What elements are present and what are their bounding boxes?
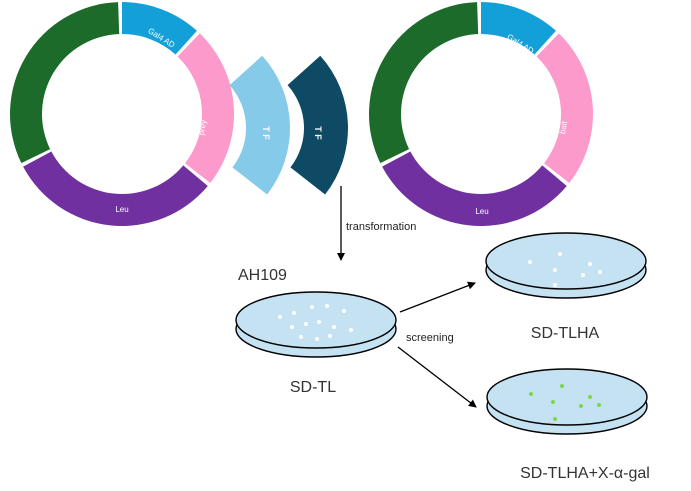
sd-tl-label: SD-TL: [290, 379, 336, 396]
transformation-label: transformation: [346, 221, 416, 233]
tf-fragments: T F T F: [229, 55, 349, 195]
leu-label: Leu: [475, 207, 488, 216]
colonies: [528, 252, 602, 287]
gal4-ad-segment: [481, 2, 556, 55]
plate-lid: [235, 291, 397, 349]
colony: [553, 283, 557, 287]
colony: [310, 305, 314, 309]
colony: [597, 403, 601, 407]
colony: [588, 395, 592, 399]
colony: [317, 320, 321, 324]
gal4-ad-segment: [122, 2, 197, 55]
sd-tlha-plate: [485, 232, 647, 299]
tf-dark-label: T F: [313, 126, 323, 140]
colony: [315, 337, 319, 341]
colony: [278, 315, 282, 319]
colony: [299, 335, 303, 339]
colony: [332, 325, 336, 329]
screening-label: screening: [406, 332, 454, 344]
colony: [588, 262, 592, 266]
colony: [304, 322, 308, 326]
prey-plasmid: Gal4 AD prey Leu: [10, 2, 235, 227]
colony: [598, 270, 602, 274]
colonies: [529, 384, 601, 421]
colony: [553, 268, 557, 272]
sd-tlha-x-alpha-gal-plate: [486, 368, 648, 435]
tf-fragment-light: [229, 55, 290, 195]
colony: [581, 273, 585, 277]
leu-label: Leu: [115, 205, 128, 214]
leu-marker-segment: [23, 151, 208, 227]
colony: [328, 334, 332, 338]
colony: [560, 384, 564, 388]
tf-light-label: T F: [261, 126, 271, 140]
prey-segment: [177, 33, 235, 183]
leu-marker-segment: [382, 151, 567, 227]
colony: [529, 392, 533, 396]
colony: [325, 304, 329, 308]
colony: [579, 404, 583, 408]
colony: [342, 309, 346, 313]
sd-tl-plate: [235, 291, 397, 358]
strain-label: AH109: [238, 267, 287, 284]
colony: [292, 311, 296, 315]
plasmid-backbone-segment: [10, 2, 120, 164]
colony: [558, 252, 562, 256]
colony: [553, 417, 557, 421]
plasmid-backbone-segment: [369, 2, 479, 164]
colony: [528, 260, 532, 264]
plate-lid: [486, 368, 648, 426]
prey-label: prey: [197, 119, 209, 136]
colonies: [278, 304, 353, 341]
bait-segment: [536, 33, 593, 183]
tf-fragment-dark: [287, 55, 349, 195]
colony: [349, 328, 353, 332]
colony: [551, 400, 555, 404]
plate-lid: [485, 232, 647, 290]
screening-arrow-lower: [397, 346, 477, 408]
colony: [290, 325, 294, 329]
sd-tlha-x-alpha-gal-label: SD-TLHA+X-α-gal: [520, 465, 650, 482]
sd-tlha-label: SD-TLHA: [531, 325, 600, 342]
bait-plasmid: Gal4 AD bait Leu: [369, 2, 593, 227]
bait-label: bait: [558, 120, 569, 135]
screening-arrow-upper: [399, 281, 476, 313]
